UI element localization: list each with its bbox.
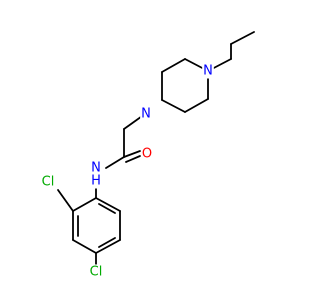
benzene-bond-4	[95, 239, 121, 254]
benzene-bond-1	[72, 197, 97, 212]
atom-label-background	[88, 264, 104, 280]
piperazine-bond-4	[161, 99, 186, 113]
atom-cl-ortho: Cl	[42, 175, 55, 190]
benzene-bond-6	[95, 197, 121, 212]
atom-cl-para: Cl	[90, 265, 103, 280]
atom-label-background	[90, 160, 102, 176]
chemical-structure: N N O N H Cl Cl	[40, 31, 255, 280]
piperazine-bond-5	[184, 98, 209, 113]
carbonyl-double-bond-a	[123, 150, 141, 158]
benzene-double-2	[98, 237, 116, 248]
atom-label-background	[140, 146, 154, 162]
propyl-bond-1	[230, 31, 255, 45]
atom-label-background	[40, 174, 56, 190]
benzene-double-3	[98, 203, 116, 214]
atom-label-background	[90, 173, 102, 189]
piperazine-bond-2	[161, 58, 186, 73]
atom-label-background	[202, 63, 214, 79]
benzene-bond-3	[72, 239, 97, 254]
atom-label-background	[140, 106, 152, 122]
carbonyl-double-bond-b	[125, 155, 141, 163]
carbonyl-nh-bond	[105, 156, 125, 169]
atom-n1: N	[141, 107, 151, 122]
atom-nh-h: H	[91, 174, 101, 189]
atom-nh-n: N	[91, 161, 101, 176]
cl-bond-ortho	[57, 189, 74, 212]
atom-n4: N	[203, 64, 213, 79]
atom-oxygen: O	[142, 147, 152, 162]
